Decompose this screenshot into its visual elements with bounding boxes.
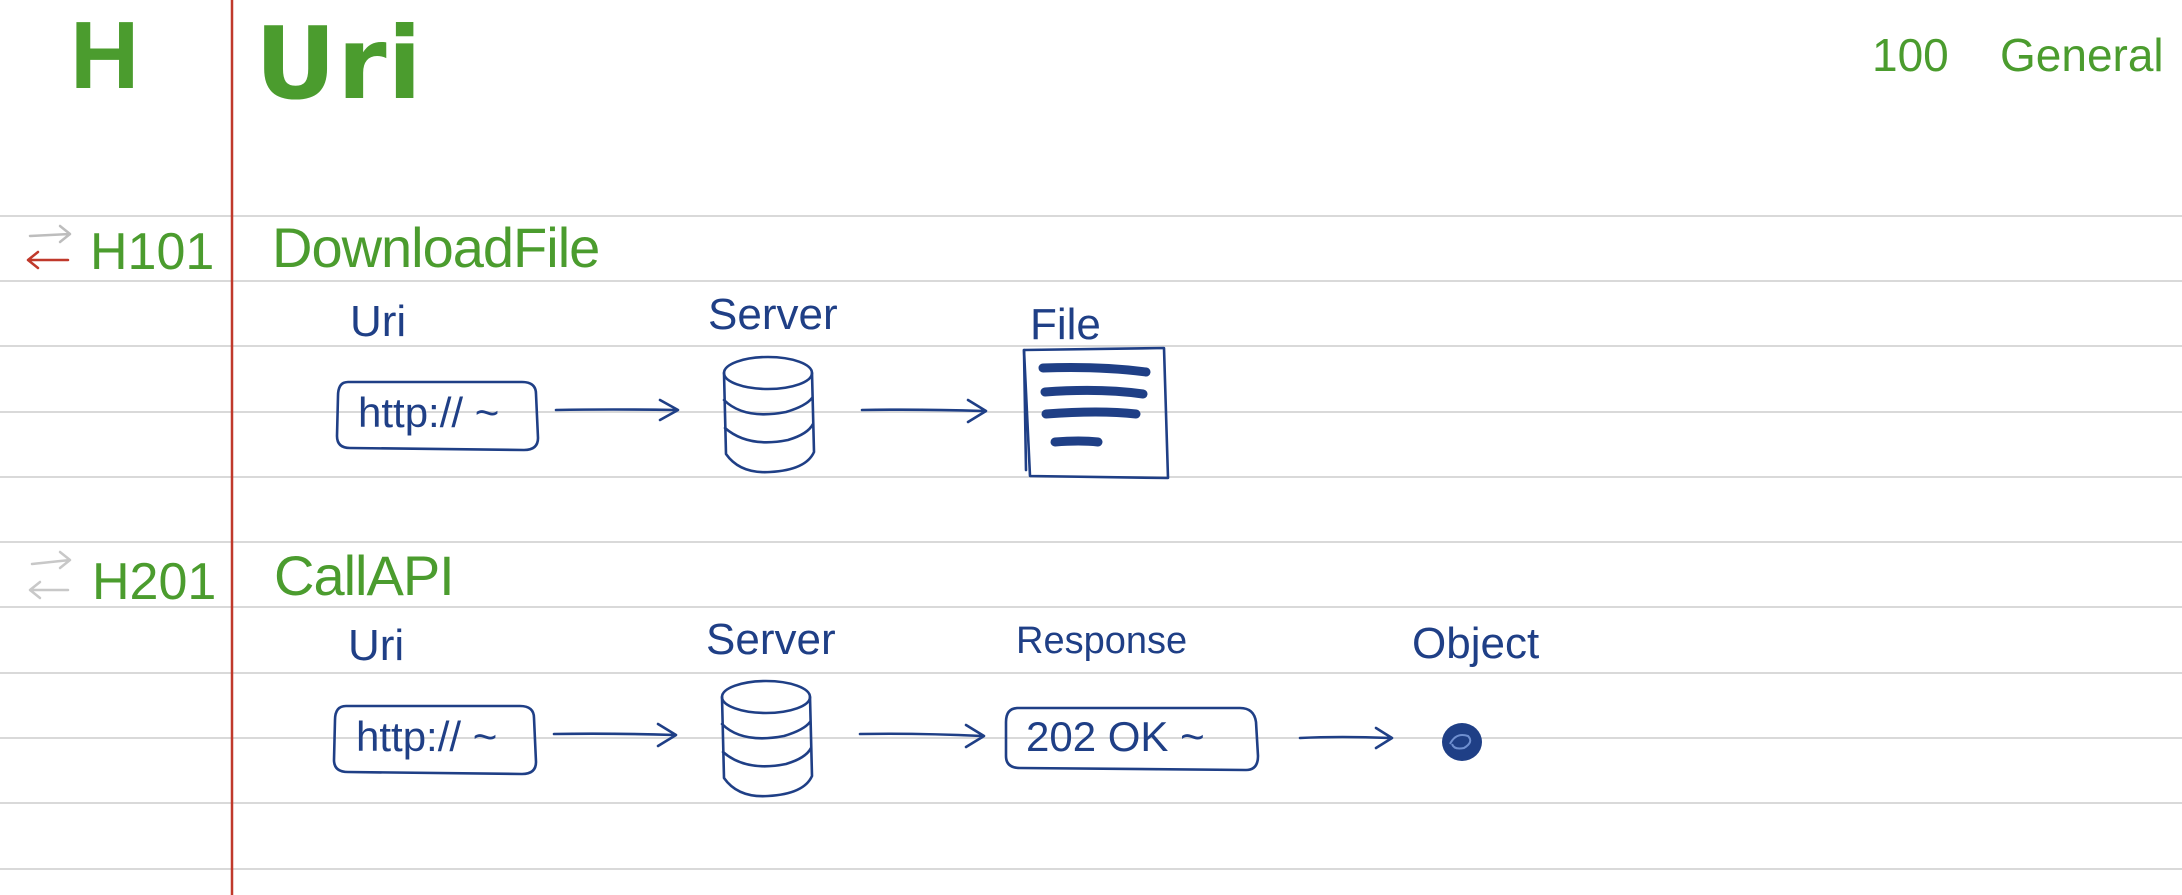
node-label-object: Object: [1412, 619, 1540, 668]
page-title: Uri: [255, 5, 423, 122]
arrow: [554, 398, 680, 422]
node-label-server: Server: [706, 615, 836, 664]
section-id-h201[interactable]: H201: [92, 553, 217, 611]
node-label-uri: Uri: [348, 621, 405, 670]
database-icon: [722, 355, 816, 474]
arrow: [858, 723, 986, 749]
object-blob-icon: [1442, 723, 1482, 761]
nav-arrows-icon: [26, 224, 72, 270]
uri-box-text: http:// ~: [356, 713, 498, 760]
arrow: [860, 398, 988, 424]
section-title-callapi[interactable]: CallAPI: [274, 544, 455, 607]
node-label-server: Server: [708, 290, 838, 339]
page-category: General: [2000, 29, 2164, 81]
section-title-downloadfile[interactable]: DownloadFile: [272, 216, 600, 279]
database-icon: [720, 679, 814, 798]
document-icon: [1022, 346, 1170, 480]
uri-box: [335, 380, 540, 452]
nav-arrows-icon: [28, 550, 72, 600]
uri-box-text: http:// ~: [358, 389, 500, 436]
node-label-response: Response: [1016, 620, 1188, 662]
margin-letter: H: [70, 2, 140, 109]
page-number: 100: [1872, 29, 1949, 81]
node-label-uri: Uri: [350, 297, 407, 346]
arrow: [1298, 726, 1394, 750]
arrow: [552, 722, 678, 748]
node-label-file: File: [1030, 300, 1101, 349]
response-box: [1004, 706, 1260, 772]
response-box-text: 202 OK ~: [1026, 713, 1205, 760]
uri-box: [332, 704, 538, 776]
section-id-h101[interactable]: H101: [90, 223, 215, 281]
